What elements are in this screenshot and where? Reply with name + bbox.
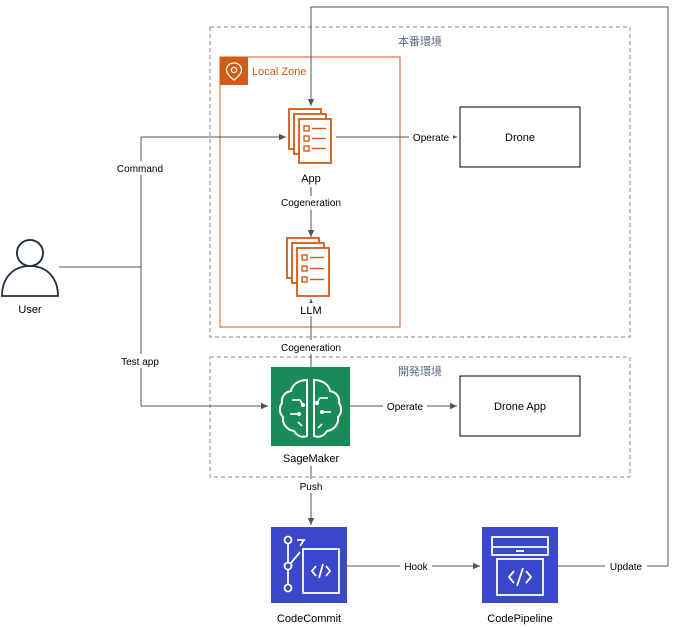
brain-circuit-icon — [271, 367, 350, 446]
user-icon — [1, 239, 59, 297]
local-zone-group — [219, 56, 401, 328]
hook-label: Hook — [404, 562, 428, 573]
multiple-documents-icon — [286, 237, 330, 297]
local-zone-label: Local Zone — [252, 66, 306, 78]
cogeneration-app-llm-label: Cogeneration — [281, 198, 341, 209]
drone-node — [459, 106, 581, 168]
llm-label: LLM — [300, 305, 321, 317]
update-label: Update — [610, 562, 643, 573]
drone-app-node — [459, 375, 581, 437]
production-environment-group — [209, 26, 631, 338]
user-label: User — [18, 304, 42, 316]
operate-drone-app-label: Operate — [387, 402, 424, 413]
test-app-label: Test app — [121, 357, 159, 368]
multiple-documents-icon — [288, 108, 332, 164]
drone-label: Drone — [505, 132, 535, 144]
git-branch-code-icon — [271, 527, 347, 603]
app-label: App — [301, 173, 321, 185]
push-label: Push — [300, 482, 323, 493]
codecommit-label: CodeCommit — [277, 613, 341, 625]
development-environment-label: 開発環境 — [398, 364, 442, 378]
location-pin-icon — [220, 57, 248, 85]
operate-drone-label: Operate — [413, 133, 450, 144]
production-environment-label: 本番環境 — [398, 34, 442, 48]
codepipeline-label: CodePipeline — [487, 613, 552, 625]
cogeneration-sagemaker-llm-label: Cogeneration — [281, 343, 341, 354]
command-label: Command — [117, 164, 163, 175]
sagemaker-label: SageMaker — [283, 453, 340, 465]
drone-app-label: Drone App — [494, 401, 546, 413]
development-environment-group — [209, 356, 631, 478]
update-arrow — [307, 6, 669, 567]
pipeline-code-icon — [482, 527, 558, 603]
